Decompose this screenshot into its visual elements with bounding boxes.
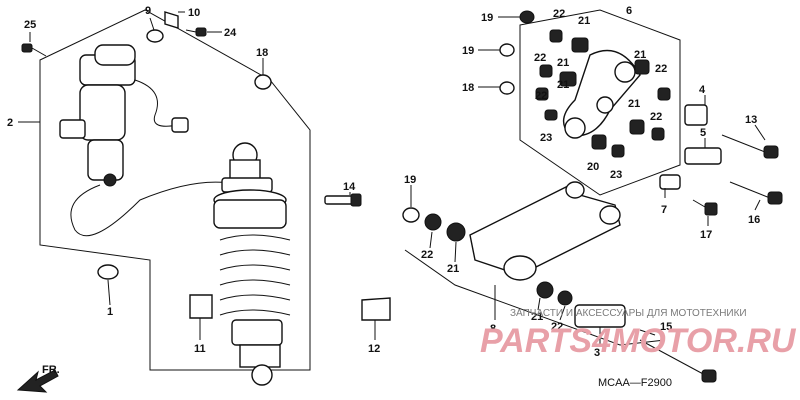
callout-9: 9 (145, 5, 151, 17)
nut-19b (499, 43, 515, 57)
callout-18a: 18 (256, 47, 268, 59)
callout-21c: 21 (634, 49, 646, 61)
bolt-16 (729, 181, 783, 205)
collar-9 (146, 29, 164, 43)
callout-15: 15 (660, 321, 672, 333)
linkage-leader-outline (404, 249, 666, 346)
bearing-21g (536, 281, 554, 299)
callout-21f: 21 (447, 263, 459, 275)
callout-14: 14 (343, 181, 356, 193)
bolt-13 (721, 134, 779, 159)
clip-12 (361, 297, 391, 321)
bolt-14 (324, 193, 362, 207)
callout-labels: 25 9 10 24 18 2 1 11 14 12 19 19 18 6 22… (7, 5, 760, 359)
link-assembly-outline (519, 9, 681, 196)
stay-10 (164, 11, 179, 29)
shock-link-arm (562, 49, 641, 139)
callout-22d: 22 (535, 90, 547, 102)
cap-18 (254, 74, 272, 90)
callout-19c: 19 (404, 174, 416, 186)
callout-21b: 21 (557, 57, 569, 69)
callout-18b: 18 (462, 82, 474, 94)
cap-18b (499, 81, 515, 95)
callout-21d: 21 (557, 79, 569, 91)
leader-lines (18, 11, 766, 345)
shock-assembly-outline (39, 9, 311, 371)
direction-label: FR. (42, 364, 60, 376)
cushion-connecting-rod (469, 181, 621, 281)
callout-22a: 22 (553, 8, 565, 20)
callout-22f: 22 (421, 249, 433, 261)
callout-7: 7 (661, 204, 667, 216)
callout-22c: 22 (655, 63, 667, 75)
callout-22g: 22 (551, 321, 563, 333)
callout-10: 10 (188, 7, 200, 19)
callout-24: 24 (224, 27, 237, 39)
collar-7 (659, 174, 681, 190)
callout-13: 13 (745, 114, 757, 126)
seal-22f (424, 213, 442, 231)
callout-21e: 21 (628, 98, 640, 110)
callout-20: 20 (587, 161, 599, 173)
rear-shock-absorber (213, 142, 291, 386)
callout-6: 6 (626, 5, 632, 17)
callout-3: 3 (594, 347, 600, 359)
watermark-caption: ЗАПЧАСТИ И АКСЕССУАРЫ ДЛЯ МОТОТЕХНИКИ (510, 308, 747, 319)
callout-21g: 21 (531, 311, 543, 323)
callout-5: 5 (700, 127, 706, 139)
callout-19a: 19 (481, 12, 493, 24)
bolt-15 (639, 339, 717, 383)
nut-19c (402, 207, 420, 223)
callout-22b: 22 (534, 52, 546, 64)
callout-4: 4 (699, 84, 706, 96)
callout-25: 25 (24, 19, 36, 31)
watermark-brand: PARTS4MOTOR.RU (480, 322, 797, 360)
collar-4 (684, 104, 708, 126)
callout-1: 1 (107, 306, 113, 318)
callout-16: 16 (748, 214, 760, 226)
grommet-1 (97, 264, 119, 280)
front-direction-arrow: FR. (16, 364, 60, 393)
callout-22e: 22 (650, 111, 662, 123)
seal-22g (557, 290, 573, 306)
bolt-25 (21, 43, 47, 57)
callout-21a: 21 (578, 15, 590, 27)
bolt-17 (692, 199, 718, 216)
callout-17: 17 (700, 229, 712, 241)
collar-5 (684, 147, 722, 165)
diagram-code: MCAA—F2900 (598, 377, 672, 389)
callout-19b: 19 (462, 45, 474, 57)
callout-8: 8 (490, 323, 496, 335)
bearing-seal-set (535, 29, 671, 158)
bearing-21f (446, 222, 466, 242)
remote-preload-adjuster (59, 44, 241, 237)
callout-23b: 23 (610, 169, 622, 181)
callout-2: 2 (7, 117, 13, 129)
clip-11 (189, 294, 213, 319)
callout-11: 11 (194, 343, 206, 355)
nut-19a (519, 10, 535, 24)
callout-12: 12 (368, 343, 380, 355)
bolt-24 (185, 27, 207, 37)
callout-23a: 23 (540, 132, 552, 144)
